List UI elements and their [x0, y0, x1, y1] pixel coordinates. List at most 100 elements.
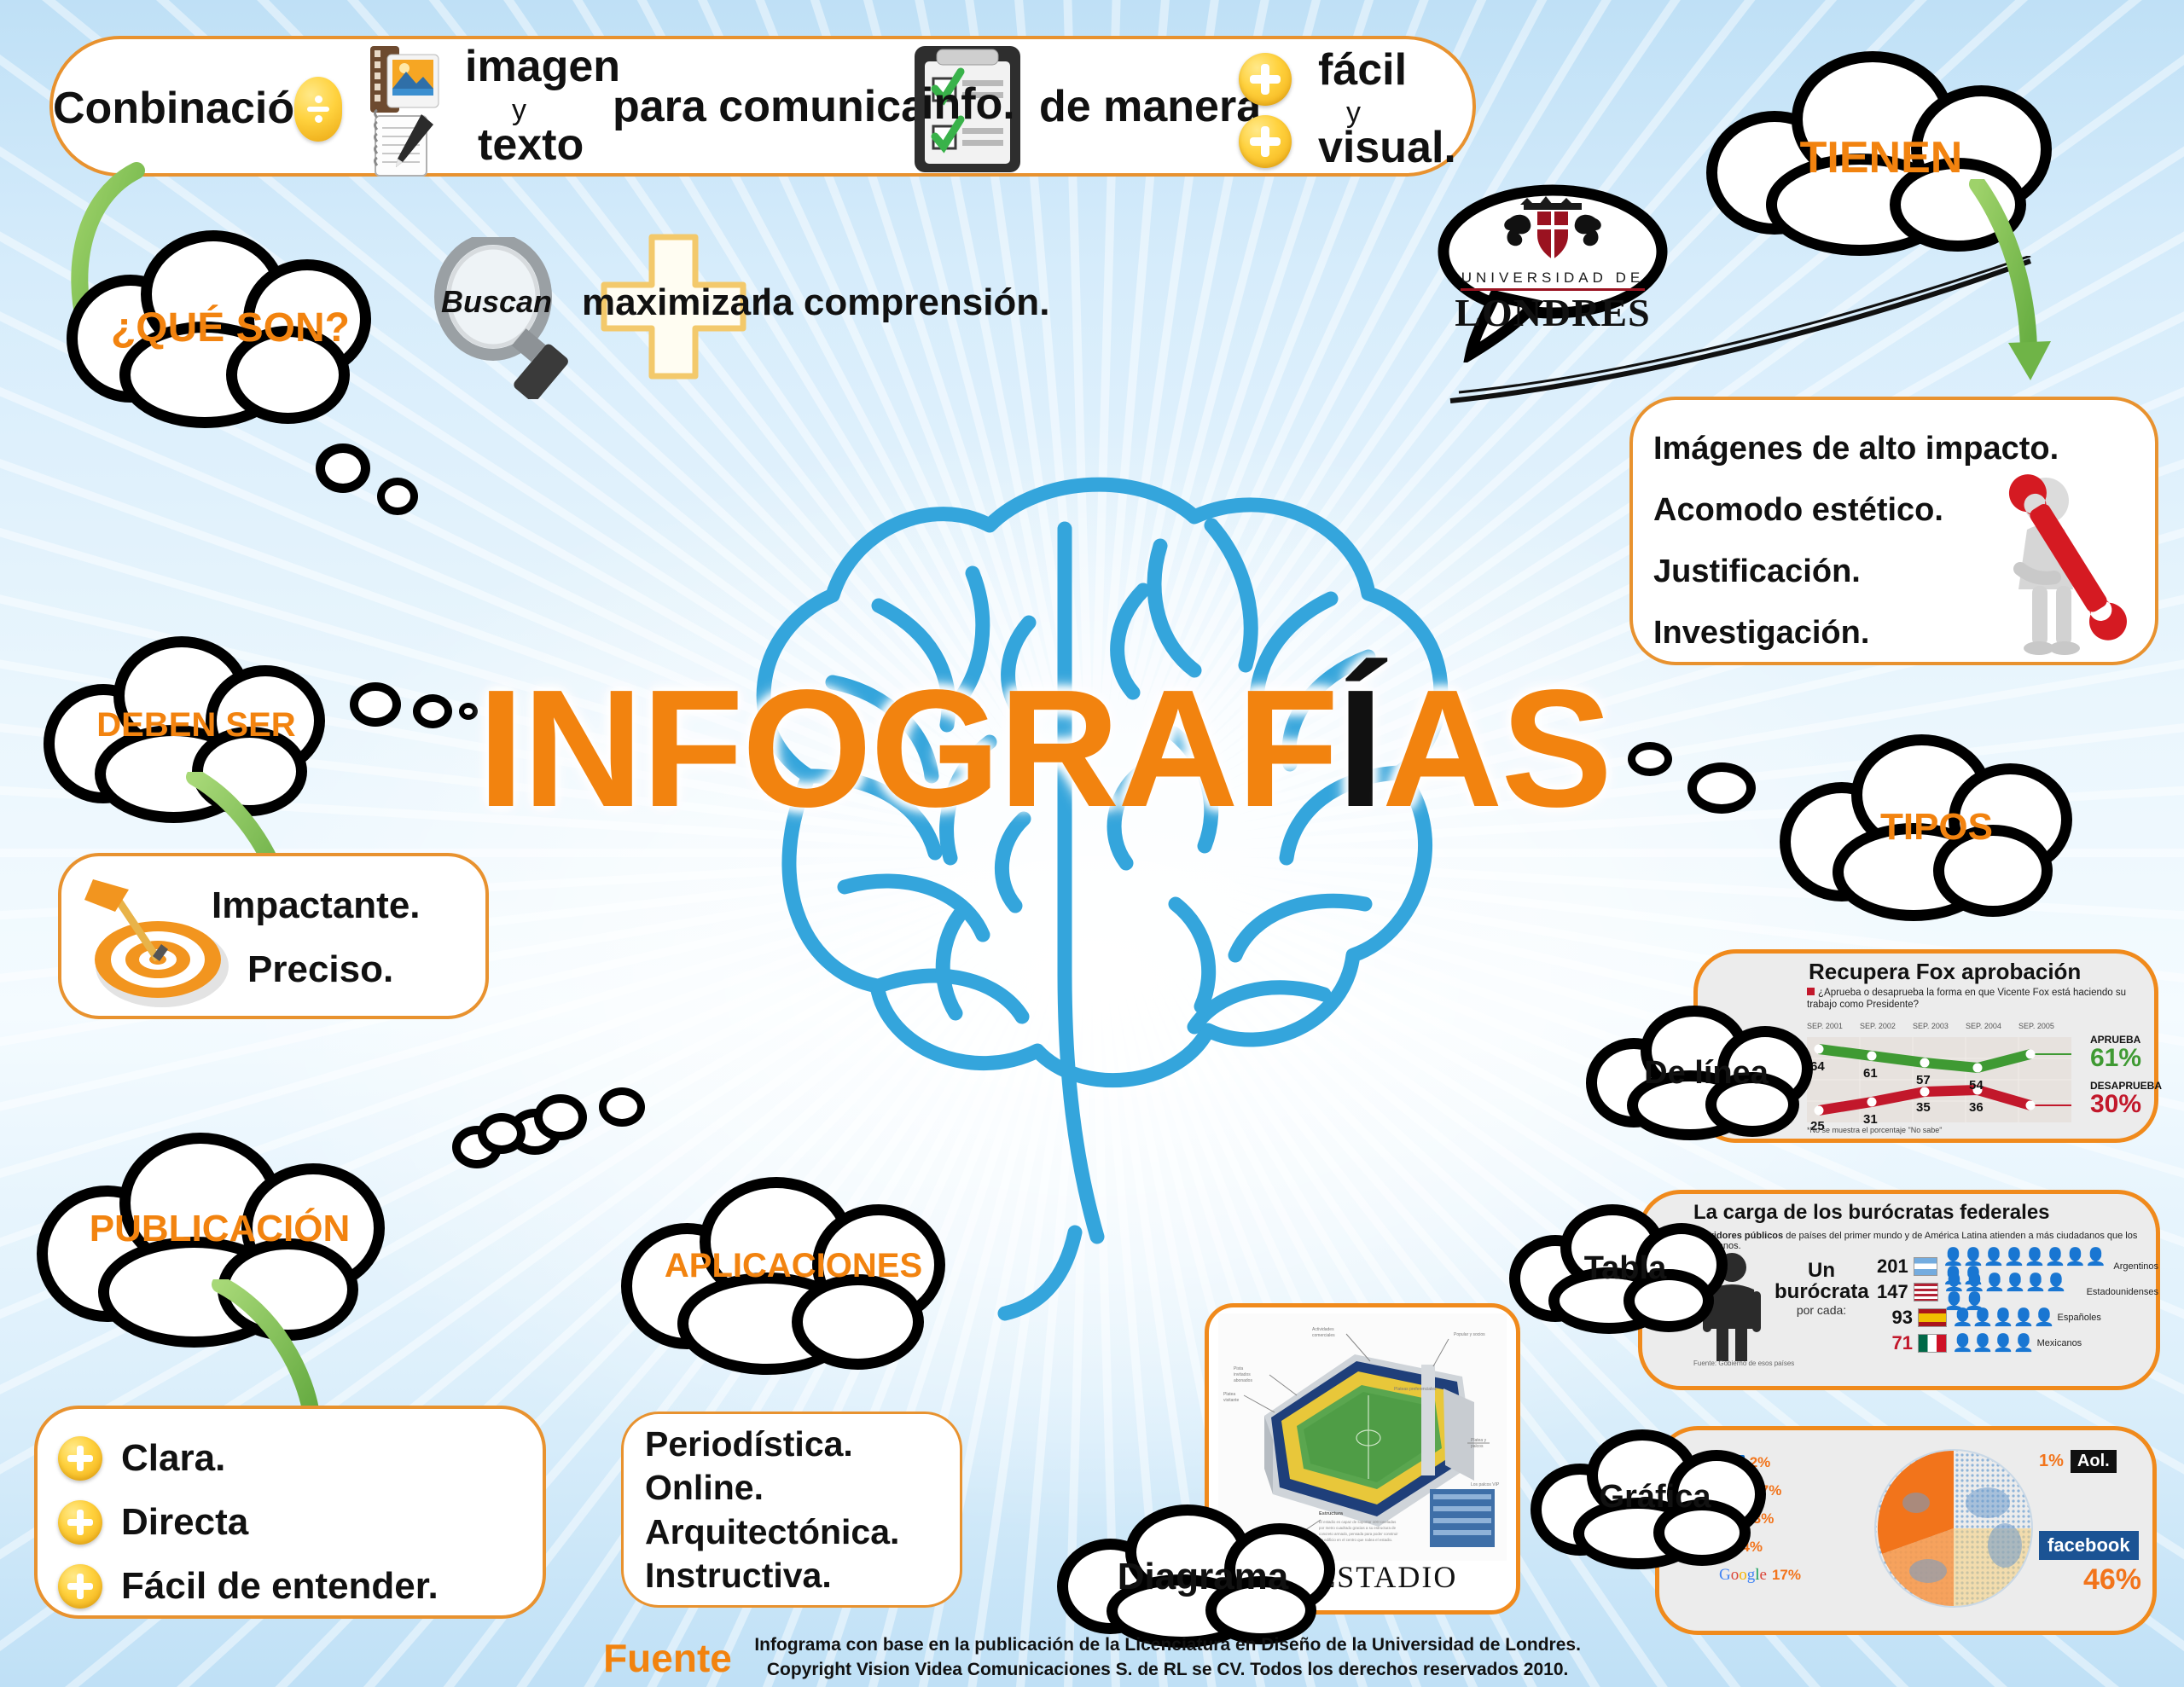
cloud-deben-ser-label: DEBEN SER [96, 706, 296, 744]
google-logo-icon: Google [1719, 1565, 1767, 1584]
caption-main: Un [1808, 1259, 1835, 1282]
list-item: Clara. [58, 1426, 536, 1490]
legend-item-facebook: facebook 46% [2039, 1531, 2167, 1597]
facebook-logo-icon: facebook [2039, 1531, 2139, 1560]
clipboard-check-icon [911, 41, 1024, 176]
pt-red-3: 36 [1969, 1100, 1984, 1115]
chart-line-legend-aprueba: APRUEBA 61% [2090, 1034, 2141, 1071]
search-maximizar-label: maximizar [582, 281, 766, 323]
chart-table-source: Fuente: Gobierno de esos países [1693, 1359, 1795, 1367]
pt-green-1: 61 [1863, 1066, 1878, 1081]
pt-green-0: 64 [1810, 1059, 1825, 1074]
arrow-tienen-to-panel [1969, 179, 2051, 380]
cloud-diagrama-label: Diagrama [1117, 1556, 1289, 1597]
cloud-que-son[interactable]: ¿QUÉ SON? [60, 223, 401, 437]
footer-line-1: Infograma con base en la publicación de … [754, 1635, 1581, 1655]
table-row-value: 93 [1891, 1307, 1913, 1328]
top-banner-panel [49, 36, 1476, 177]
cloud-de-linea-label: De línea [1644, 1055, 1769, 1091]
cloud-publicacion[interactable]: PUBLICACIÓN [30, 1126, 410, 1356]
svg-text:palcos: palcos [1471, 1444, 1484, 1449]
xtick-3: SEP. 2004 [1966, 1022, 2001, 1030]
cloud-aplicaciones[interactable]: APLICACIONES [614, 1170, 973, 1383]
legend-value-aol: 1% [2039, 1452, 2064, 1470]
publicacion-item-1: Directa [121, 1500, 249, 1543]
pt-red-1: 31 [1863, 1112, 1878, 1127]
university-line2: LONDRES [1455, 291, 1651, 334]
pt-red-0: 25 [1810, 1119, 1825, 1133]
svg-text:Estructura: Estructura [1319, 1511, 1344, 1516]
footer-credit: Infograma con base en la publicación de … [754, 1633, 1581, 1682]
chart-line-title: Recupera Fox aprobación [1809, 959, 2082, 984]
table-row: 201 👤👤👤👤👤👤👤👤👤👤 Argentinos [1877, 1248, 2158, 1285]
legend-desaprueba-name: DESAPRUEBA [2090, 1080, 2163, 1092]
notepad-pencil-icon [367, 108, 442, 179]
pictogram-row: 👤👤👤👤👤👤👤👤 [1943, 1273, 2066, 1311]
legend-aprueba-value: 61% [2090, 1044, 2142, 1072]
chart-line-plot: SEP. 2001 SEP. 2002 SEP. 2003 SEP. 2004 … [1807, 1022, 2080, 1133]
table-row-value: 147 [1877, 1281, 1908, 1302]
table-row: 71 👤👤👤👤 Mexicanos [1877, 1330, 2158, 1356]
cross-plus-icon [599, 232, 748, 403]
svg-text:Plateas preferenciales: Plateas preferenciales [1394, 1387, 1437, 1392]
cloud-tabla[interactable]: Tabla [1506, 1201, 1745, 1337]
svg-text:concreto armado, pensada para: concreto armado, pensada para poder cons… [1319, 1532, 1398, 1536]
svg-text:Platea: Platea [1223, 1392, 1235, 1397]
chart-table-caption: Un burócrata por cada: [1774, 1259, 1869, 1318]
banner-visual: visual. [1318, 123, 1456, 172]
chart-table-title: La carga de los burócratas federales [1693, 1201, 2050, 1224]
magnifier-icon [427, 233, 580, 403]
caption-sub: por cada: [1796, 1303, 1847, 1318]
page-title: INFOGRAFÍAS [478, 665, 1612, 832]
pt-green-2: 57 [1916, 1073, 1931, 1087]
person-wrench-icon [1979, 473, 2141, 657]
shield-crest-icon [1502, 196, 1604, 266]
svg-text:Los palcos VIP: Los palcos VIP [1471, 1482, 1500, 1487]
cloud-de-linea[interactable]: De línea [1583, 1002, 1830, 1143]
cloud-diagrama[interactable]: Diagrama [1054, 1501, 1352, 1650]
plus-icon [58, 1563, 102, 1609]
publicacion-item-0: Clara. [121, 1436, 226, 1479]
plus-icon [58, 1435, 102, 1481]
list-item: Directa [58, 1490, 536, 1554]
xtick-0: SEP. 2001 [1807, 1022, 1843, 1030]
pictogram-row: 👤👤👤👤👤 [1952, 1308, 2055, 1327]
cloud-deben-ser[interactable]: DEBEN SER [38, 631, 354, 827]
banner-facil: fácil [1318, 45, 1408, 95]
svg-text:invitados: invitados [1234, 1372, 1251, 1377]
cloud-deben-ser-bubbles [350, 682, 478, 742]
aplicaciones-panel [621, 1412, 962, 1608]
xtick-4: SEP. 2005 [2018, 1022, 2054, 1030]
aplicaciones-item-1: Online. [645, 1468, 764, 1508]
table-row-value-highlight: 71 [1891, 1332, 1913, 1354]
table-row: 147 👤👤👤👤👤👤👤👤 Estadounidenses [1877, 1273, 2158, 1311]
table-row: 93 👤👤👤👤👤 Españoles [1877, 1305, 2158, 1330]
aplicaciones-item-2: Arquitectónica. [645, 1511, 900, 1551]
cloud-grafica[interactable]: Gráfica [1527, 1426, 1783, 1571]
svg-text:Pista: Pista [1234, 1366, 1243, 1371]
legend-item-google: Google 17% [1719, 1561, 1881, 1589]
banner-word-conbinacion: Conbinación [53, 84, 322, 133]
photo-film-icon [369, 44, 442, 114]
banner-y-2: y [1346, 96, 1361, 129]
table-row-value: 201 [1877, 1255, 1908, 1277]
cloud-tabla-label: Tabla [1583, 1250, 1667, 1286]
cloud-aplicaciones-bubbles [478, 1087, 648, 1164]
cloud-tipos[interactable]: TIPOS [1774, 729, 2099, 925]
cloud-tienen-label: TIENEN [1799, 133, 1963, 183]
banner-imagen: imagen [465, 42, 621, 91]
cloud-aplicaciones-label: APLICACIONES [664, 1247, 923, 1284]
chart-line-footnote: *No se muestra el porcentaje "No sabe" [1807, 1126, 1943, 1134]
cloud-tienen[interactable]: TIENEN [1698, 43, 2065, 264]
page-title-accent: Í [1337, 655, 1383, 842]
svg-text:Popular y socios: Popular y socios [1454, 1332, 1485, 1337]
table-row-label: Españoles [2057, 1313, 2101, 1323]
svg-text:abonados: abonados [1234, 1378, 1252, 1383]
publicacion-item-2: Fácil de entender. [121, 1564, 439, 1607]
globe-pie-icon [1868, 1443, 2039, 1614]
banner-info-label: info. [921, 79, 1015, 129]
tienen-items: Imágenes de alto impacto. Acomodo estéti… [1653, 418, 2097, 664]
deben-ser-item-0: Impactante. [212, 884, 421, 926]
svg-text:un edificio en el centro que r: un edificio en el centro que rodea el es… [1319, 1538, 1392, 1542]
